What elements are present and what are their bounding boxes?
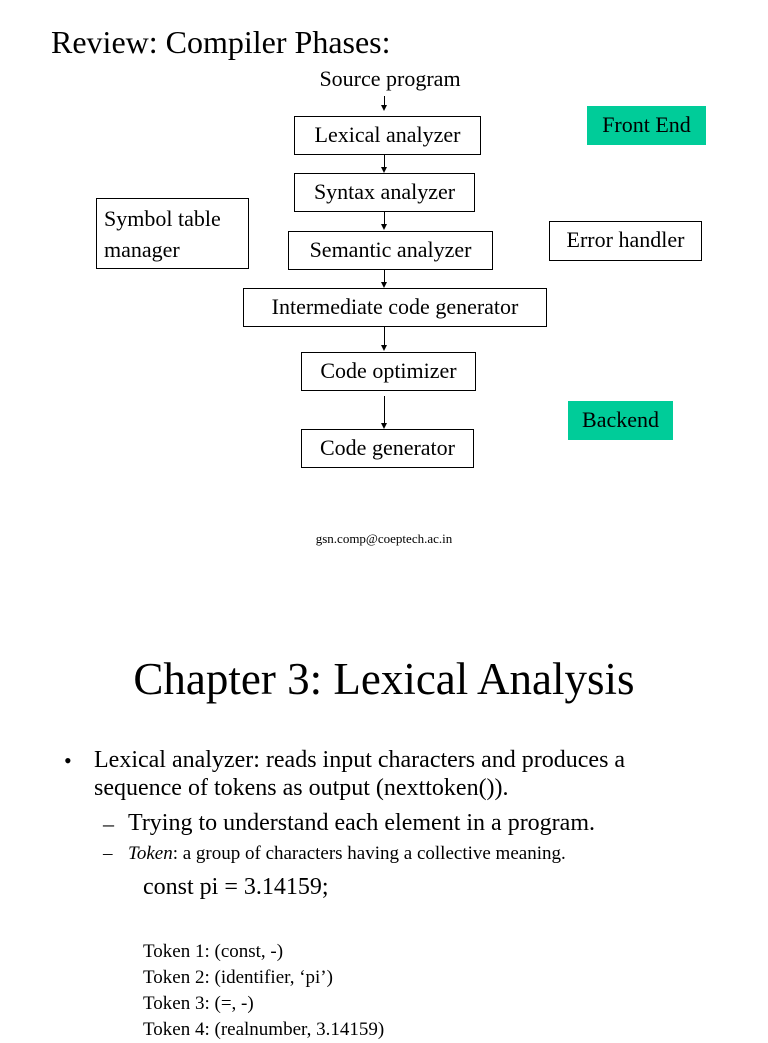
token-term: Token [128,843,173,864]
token-line: Token 1: (const, -) [143,941,284,962]
token-line: Token 4: (realnumber, 3.14159) [143,1019,385,1040]
phase-syntax-analyzer: Syntax analyzer [294,173,475,212]
symbol-table-manager-box: Symbol table manager [96,198,249,269]
source-program-label: Source program [319,66,461,91]
symbol-table-line-2: manager [104,237,180,262]
bullet-symbol: • [64,748,72,773]
phase-semantic-analyzer: Semantic analyzer [288,231,493,270]
slide-2-title: Chapter 3: Lexical Analysis [133,654,635,704]
symbol-table-line-1: Symbol table [104,206,221,231]
footer-email: gsn.comp@coeptech.ac.in [315,531,453,546]
phase-lexical-analyzer: Lexical analyzer [294,116,481,155]
code-example: const pi = 3.14159; [143,874,329,900]
backend-label: Backend [568,401,673,440]
dash-symbol: – [103,811,114,836]
phase-code-generator: Code generator [301,429,474,468]
dash-symbol: – [103,843,113,864]
sub-bullet-2-text: Token: a group of characters having a co… [128,842,566,866]
slide-1-title: Review: Compiler Phases: [51,24,391,60]
front-end-label: Front End [587,106,706,145]
sub-bullet-1-text: Trying to understand each element in a p… [128,810,595,836]
phase-intermediate-code-generator: Intermediate code generator [243,288,547,327]
token-line: Token 3: (=, -) [143,993,254,1014]
phase-code-optimizer: Code optimizer [301,352,476,391]
error-handler-box: Error handler [549,221,702,261]
bullet-main-text: Lexical analyzer: reads input characters… [94,747,626,801]
token-definition: : a group of characters having a collect… [172,843,566,864]
token-line: Token 2: (identifier, ‘pi’) [143,967,333,988]
token-list: Token 1: (const, -) Token 2: (identifier… [143,939,384,1043]
